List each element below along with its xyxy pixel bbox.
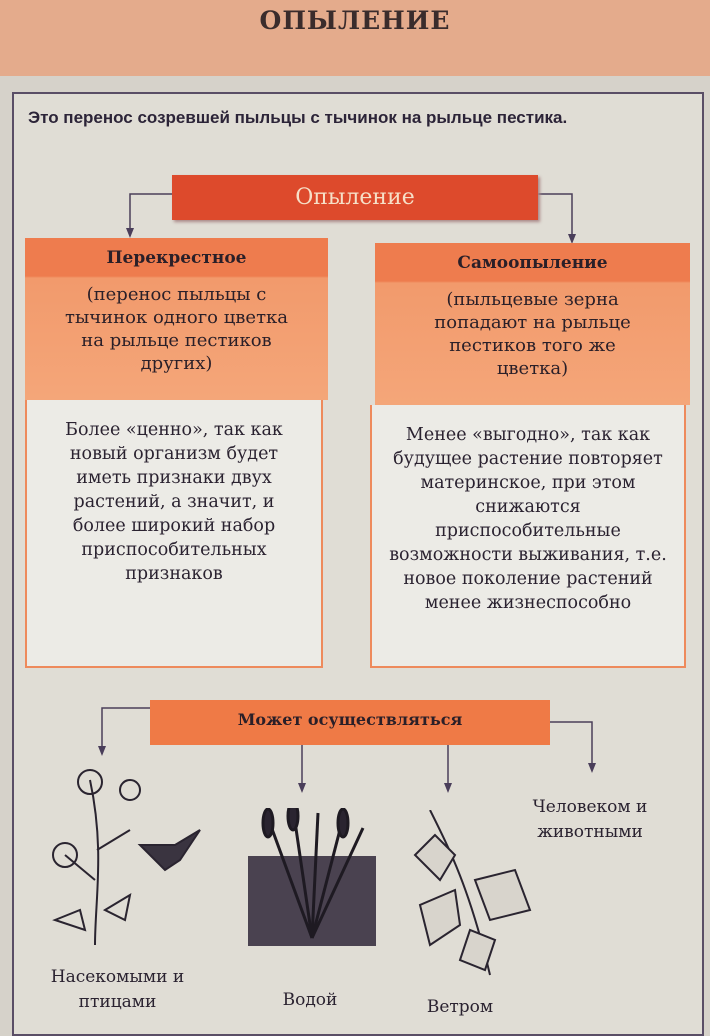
page-title: ОПЫЛЕНИЕ <box>259 6 451 35</box>
self-note: Менее «выгодно», так как будущее растени… <box>370 405 686 668</box>
pollination-box: Опыление <box>172 175 538 220</box>
self-pollination-header: Самоопыление (пыльцевые зерна попадают н… <box>375 243 690 405</box>
cross-note: Более «ценно», так как новый организм бу… <box>25 400 323 668</box>
definition-text: Это перенос созревшей пыльцы с тычинок н… <box>28 108 568 127</box>
agents-box: Может осуществляться <box>150 700 550 745</box>
agent-insects-birds: Насекомыми и птицами <box>50 967 185 1012</box>
self-title: Самоопыление <box>457 253 608 273</box>
self-definition: (пыльцевые зерна попадают на рыльце пест… <box>434 289 631 379</box>
insect-flower-illustration <box>52 769 201 946</box>
agent-water: Водой <box>282 990 338 1010</box>
wind-plant-illustration <box>413 810 532 976</box>
agent-wind: Ветром <box>426 997 494 1017</box>
cross-title: Перекрестное <box>106 248 247 268</box>
cross-definition: (перенос пыльцы с тычинок одного цветка … <box>64 284 289 374</box>
agent-humans-animals: Человеком и животными <box>532 797 648 842</box>
header-band <box>0 0 710 76</box>
water-plant-illustration <box>248 808 376 946</box>
cross-pollination-header: Перекрестное (перенос пыльцы с тычинок о… <box>25 238 328 400</box>
